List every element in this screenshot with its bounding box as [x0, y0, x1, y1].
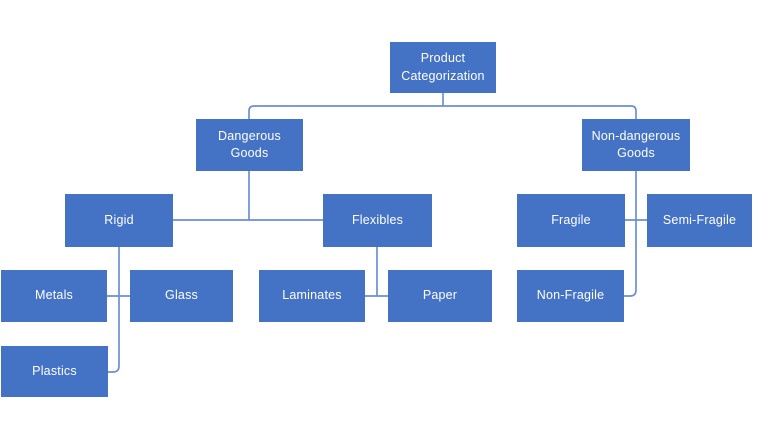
node-laminates: Laminates: [259, 270, 365, 322]
node-metals: Metals: [1, 270, 107, 322]
node-dangerous-goods: Dangerous Goods: [196, 119, 303, 171]
node-glass: Glass: [130, 270, 233, 322]
node-plastics: Plastics: [1, 346, 108, 397]
node-fragile: Fragile: [517, 194, 625, 247]
node-paper: Paper: [388, 270, 492, 322]
node-non-dangerous-goods: Non-dangerous Goods: [582, 119, 690, 171]
node-rigid: Rigid: [65, 194, 173, 247]
connector-top-spine: [248, 105, 637, 119]
node-flexibles: Flexibles: [323, 194, 432, 247]
node-semi-fragile: Semi-Fragile: [647, 194, 752, 247]
connector-nondangerous-stem: [624, 171, 637, 297]
connector-rigid-stem: [108, 247, 120, 373]
node-product-categorization: Product Categorization: [390, 42, 496, 93]
node-non-fragile: Non-Fragile: [517, 270, 624, 322]
